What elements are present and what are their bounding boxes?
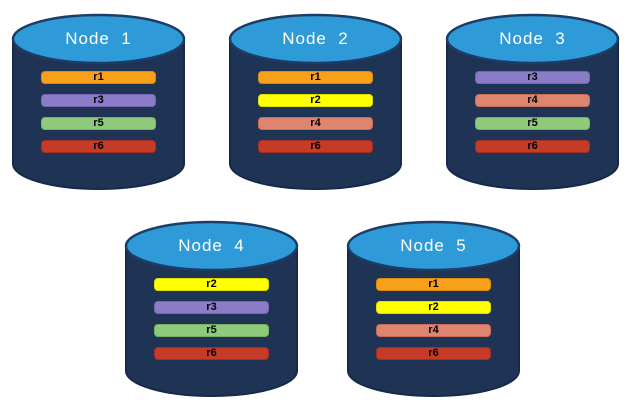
- replica-list: r3 r4 r5 r6: [475, 71, 590, 163]
- replica-bar-r1: r1: [41, 71, 156, 84]
- replica-bar-r2: r2: [258, 94, 373, 107]
- node-title: Node 2: [282, 29, 349, 48]
- replica-bar-r5: r5: [154, 324, 269, 337]
- replica-bar-r6: r6: [376, 347, 491, 360]
- cylinder-top-ellipse: [124, 220, 299, 272]
- replica-bar-r5: r5: [41, 117, 156, 130]
- replica-bar-r2: r2: [376, 301, 491, 314]
- replica-bar-r5: r5: [475, 117, 590, 130]
- replica-bar-r6: r6: [475, 140, 590, 153]
- cylinder-top-ellipse: [445, 13, 620, 65]
- node-title: Node 3: [499, 29, 566, 48]
- replica-bar-r1: r1: [258, 71, 373, 84]
- database-node-1: Node 1 r1 r3 r5 r6: [10, 12, 187, 193]
- database-node-3: Node 3 r3 r4 r5 r6: [444, 12, 621, 193]
- replica-list: r1 r2 r4 r6: [376, 278, 491, 370]
- cylinder-top-ellipse: [11, 13, 186, 65]
- database-node-2: Node 2 r1 r2 r4 r6: [227, 12, 404, 193]
- node-title: Node 1: [65, 29, 132, 48]
- replica-bar-r4: r4: [258, 117, 373, 130]
- replica-bar-r1: r1: [376, 278, 491, 291]
- replica-bar-r2: r2: [154, 278, 269, 291]
- replica-list: r2 r3 r5 r6: [154, 278, 269, 370]
- replica-bar-r3: r3: [41, 94, 156, 107]
- replica-bar-r4: r4: [376, 324, 491, 337]
- cylinder-top-ellipse: [228, 13, 403, 65]
- node-title: Node 4: [178, 236, 245, 255]
- node-title: Node 5: [400, 236, 467, 255]
- replica-bar-r6: r6: [41, 140, 156, 153]
- replica-bar-r6: r6: [154, 347, 269, 360]
- cylinder-top-ellipse: [346, 220, 521, 272]
- database-node-5: Node 5 r1 r2 r4 r6: [345, 219, 522, 400]
- replica-bar-r6: r6: [258, 140, 373, 153]
- replica-bar-r3: r3: [154, 301, 269, 314]
- replica-bar-r4: r4: [475, 94, 590, 107]
- replica-bar-r3: r3: [475, 71, 590, 84]
- database-node-4: Node 4 r2 r3 r5 r6: [123, 219, 300, 400]
- replica-list: r1 r2 r4 r6: [258, 71, 373, 163]
- replica-list: r1 r3 r5 r6: [41, 71, 156, 163]
